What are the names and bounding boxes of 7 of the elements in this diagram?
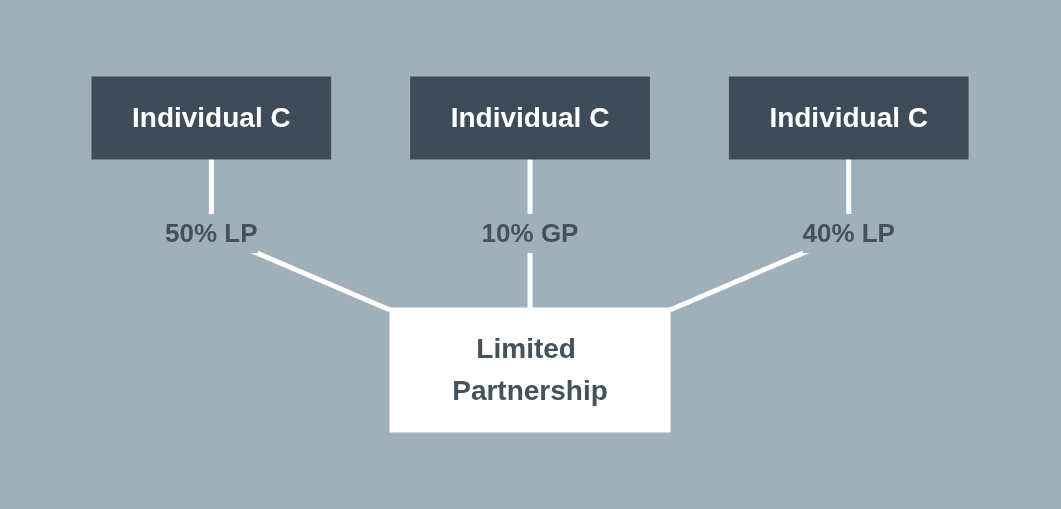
node-box: Individual C <box>91 76 332 160</box>
edge-label: 40% LP <box>802 218 896 248</box>
edge-label: 10% GP <box>482 218 579 248</box>
edge-label: 50% LP <box>165 218 259 248</box>
node-box: Individual C <box>410 76 651 160</box>
node-box: Individual C <box>729 76 970 160</box>
node-box: Limited Partnership <box>390 307 671 433</box>
